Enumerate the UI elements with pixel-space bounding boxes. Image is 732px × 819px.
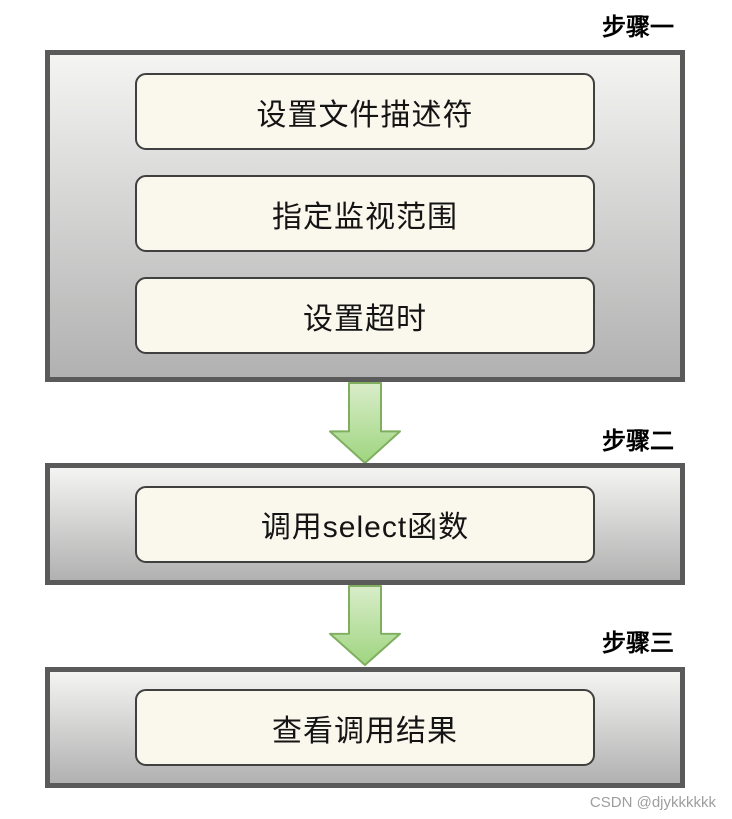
step-panel-2: 调用select函数	[45, 463, 685, 585]
step-panel-3: 查看调用结果	[45, 667, 685, 788]
down-arrow-icon	[328, 585, 402, 667]
step-label-1: 步骤一	[602, 14, 674, 41]
flow-node-watch-range: 指定监视范围	[135, 175, 595, 252]
down-arrow-icon	[328, 382, 402, 465]
step-panel-1: 设置文件描述符 指定监视范围 设置超时	[45, 50, 685, 382]
step-label-2: 步骤二	[602, 428, 674, 455]
watermark: CSDN @djykkkkkk	[589, 794, 716, 811]
flow-node-view-result: 查看调用结果	[135, 689, 595, 766]
flow-node-set-fd: 设置文件描述符	[135, 73, 595, 150]
step-label-3: 步骤三	[602, 630, 674, 657]
flow-node-timeout: 设置超时	[135, 277, 595, 354]
flow-node-call-select: 调用select函数	[135, 485, 595, 563]
